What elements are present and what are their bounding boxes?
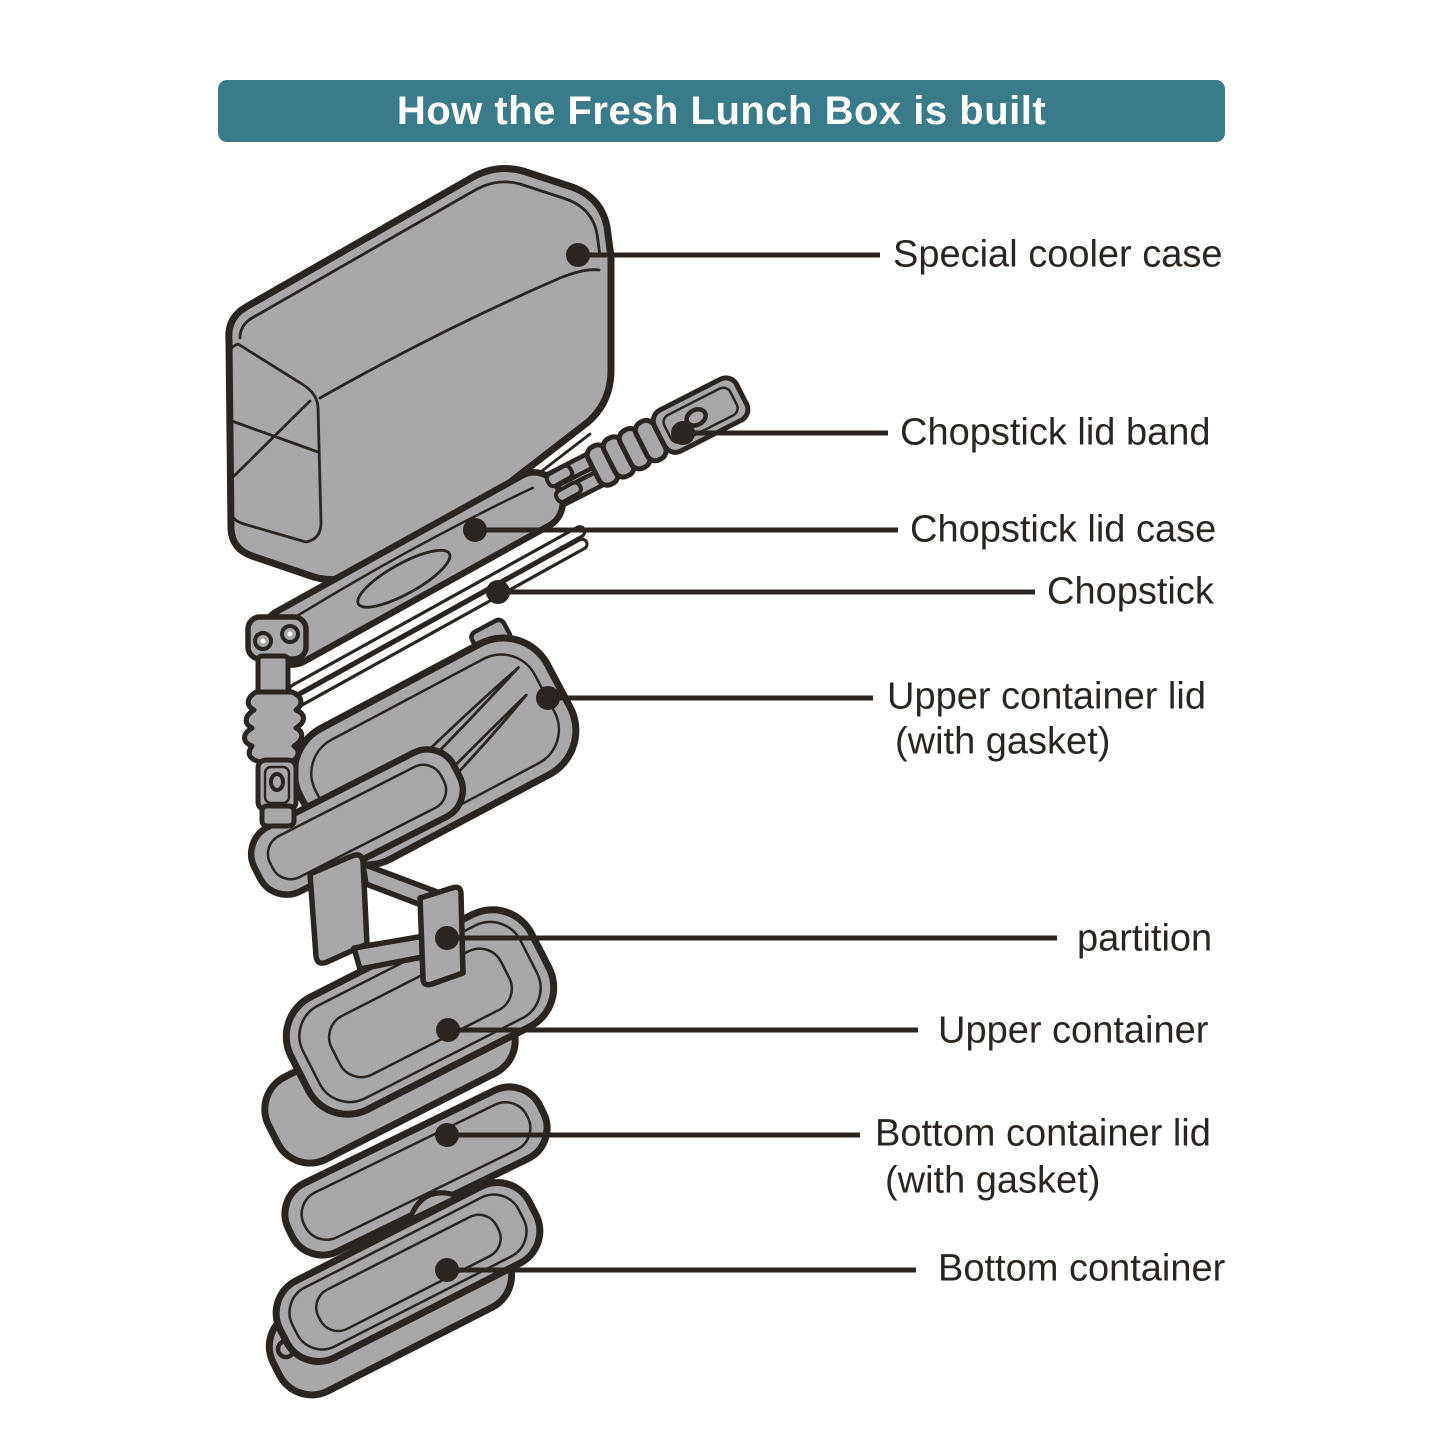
- callout-dot-special-cooler-case: [566, 243, 590, 267]
- callout-dot-bottom-container: [435, 1258, 459, 1282]
- label-upper-container-lid-sub: (with gasket): [895, 720, 1111, 763]
- callout-dot-partition: [435, 926, 459, 950]
- bottom-container-lid-art: [281, 1083, 551, 1259]
- label-bottom-container: Bottom container: [938, 1247, 1226, 1290]
- label-upper-container: Upper container: [938, 1009, 1209, 1052]
- title-banner: How the Fresh Lunch Box is built: [218, 80, 1225, 142]
- label-chopstick-lid-case: Chopstick lid case: [910, 508, 1217, 551]
- callout-dot-bottom-container-lid: [435, 1123, 459, 1147]
- label-chopstick-lid-band: Chopstick lid band: [900, 411, 1211, 454]
- callout-dot-chopstick-lid-case: [463, 518, 487, 542]
- callout-dot-chopstick-lid-band: [671, 421, 695, 445]
- latch-belt-art: [242, 614, 309, 829]
- label-bottom-container-lid-sub: (with gasket): [885, 1159, 1101, 1202]
- partition-art: [307, 852, 466, 988]
- lid-base-plate-art: [247, 746, 467, 898]
- label-bottom-container-lid: Bottom container lid: [875, 1112, 1211, 1155]
- label-special-cooler-case: Special cooler case: [893, 233, 1223, 276]
- callout-lines: [447, 252, 1057, 1273]
- label-partition: partition: [1077, 917, 1213, 960]
- callout-dot-upper-container: [436, 1018, 460, 1042]
- page-title: How the Fresh Lunch Box is built: [396, 88, 1047, 133]
- callout-dots: [435, 243, 695, 1282]
- callout-dot-upper-container-lid: [536, 686, 560, 710]
- label-chopstick: Chopstick: [1047, 570, 1214, 613]
- callout-dot-chopstick: [486, 580, 510, 604]
- label-upper-container-lid: Upper container lid: [887, 675, 1206, 718]
